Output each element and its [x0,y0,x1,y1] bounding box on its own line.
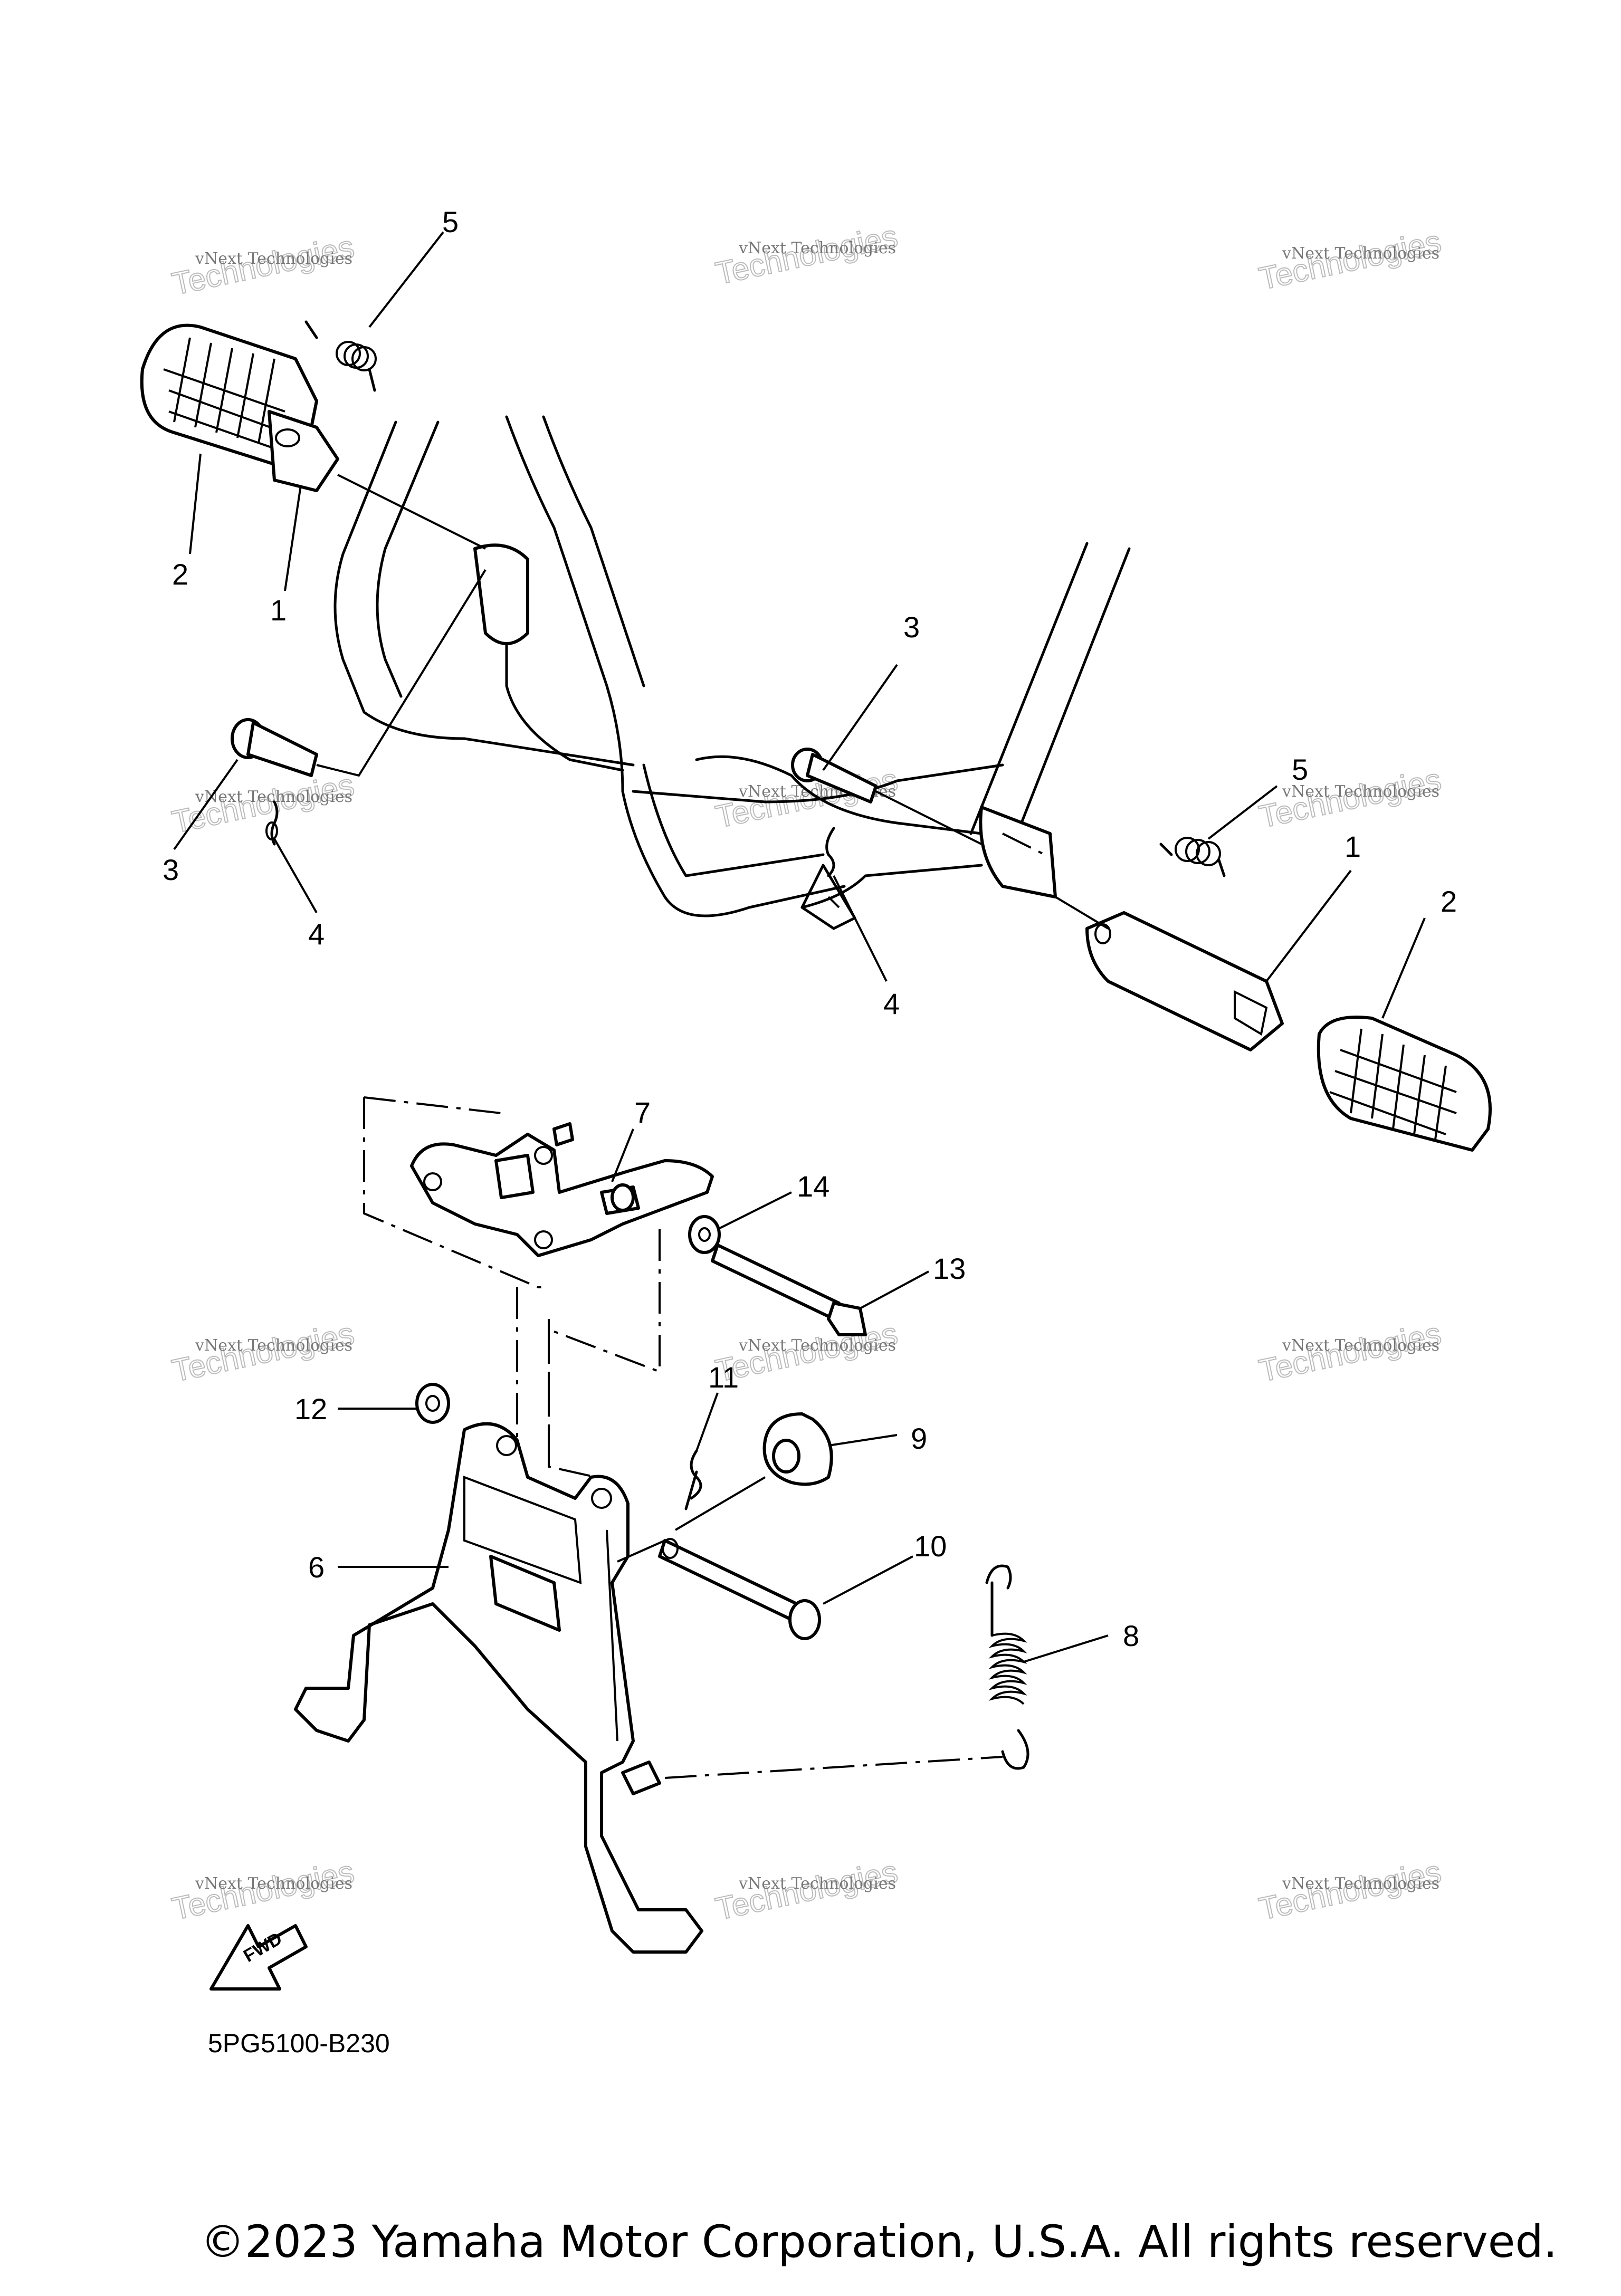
stand-bracket [363,1096,714,1467]
svg-text:vNext Technologies: vNext Technologies [195,788,352,806]
callout-13: 13 [933,1252,966,1285]
copyright-notice: ©2023 Yamaha Motor Corporation, U.S.A. A… [201,2216,1558,2268]
callout-3-left: 3 [163,853,179,886]
callout-4-left: 4 [308,917,325,951]
callout-12: 12 [294,1392,327,1426]
watermark: Technologies vNext Technologies [1255,223,1445,297]
callout-8: 8 [1123,1619,1139,1652]
svg-text:vNext Technologies: vNext Technologies [195,1874,352,1893]
svg-text:vNext Technologies: vNext Technologies [1282,782,1439,801]
callout-5-left: 5 [442,205,459,238]
svg-text:vNext Technologies: vNext Technologies [738,239,896,257]
watermark: Technologies vNext Technologies [1255,1853,1445,1927]
left-footrest [140,323,339,492]
right-pin [791,748,878,877]
callout-5-right: 5 [1292,753,1308,786]
watermark: Technologies vNext Technologies [168,228,358,302]
fwd-arrow-icon: FWD [209,1924,308,1991]
watermark: Technologies vNext Technologies [1255,1315,1445,1389]
callout-10: 10 [914,1529,947,1563]
callout-1-left: 1 [270,594,287,627]
left-pin [231,718,318,846]
callout-6: 6 [308,1551,325,1584]
callout-11: 11 [708,1361,739,1394]
callout-2-right: 2 [1441,885,1457,918]
watermark: Technologies vNext Technologies [712,1315,901,1389]
clip-11 [684,1449,702,1510]
leader-lines [173,231,1426,1663]
frame [333,415,1131,930]
svg-text:vNext Technologies: vNext Technologies [1282,1874,1439,1893]
right-spring [1159,837,1226,877]
callout-9: 9 [911,1422,927,1455]
watermark: Technologies vNext Technologies [712,218,901,292]
watermark: Technologies vNext Technologies [1255,761,1445,835]
callout-7: 7 [634,1096,651,1129]
washer-12 [415,1383,450,1424]
watermark: Technologies vNext Technologies [712,1853,901,1927]
left-spring [304,320,377,392]
callouts: 5 2 1 3 4 3 4 5 1 2 7 14 13 12 11 9 10 8… [163,205,1457,1652]
assembly-lines [316,474,1109,930]
shaft-10 [658,1476,821,1640]
callout-3-right: 3 [903,610,920,644]
watermark: Technologies vNext Technologies [168,1853,358,1927]
damper-9 [762,1412,833,1486]
svg-text:vNext Technologies: vNext Technologies [1282,244,1439,263]
bolt-13 [688,1215,867,1336]
callout-4-right: 4 [883,987,900,1020]
callout-14: 14 [797,1170,829,1203]
right-footrest [1085,911,1492,1152]
diagram-code: 5PG5100-B230 [208,2029,390,2058]
callout-2-left: 2 [172,558,188,591]
watermark: Technologies vNext Technologies [168,767,358,840]
watermark: Technologies vNext Technologies [168,1315,358,1389]
svg-text:vNext Technologies: vNext Technologies [738,1874,896,1893]
callout-1-right: 1 [1345,830,1361,863]
svg-text:vNext Technologies: vNext Technologies [738,1336,896,1355]
spring-8 [664,1564,1029,1779]
main-stand [294,1319,703,1954]
svg-text:vNext Technologies: vNext Technologies [1282,1336,1439,1355]
svg-text:vNext Technologies: vNext Technologies [195,250,352,268]
svg-text:vNext Technologies: vNext Technologies [195,1336,352,1355]
